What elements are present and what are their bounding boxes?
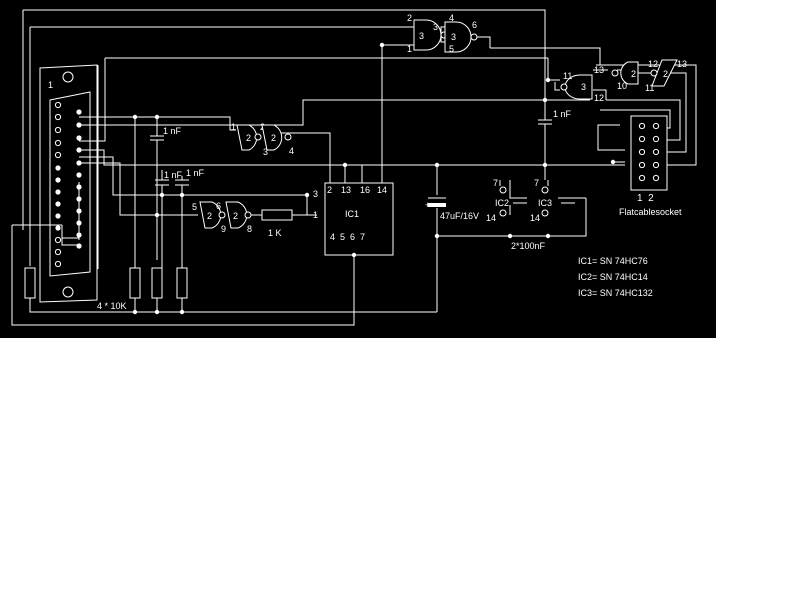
gate-pin: 13 — [677, 59, 687, 69]
ic1-pin-left: 1 — [313, 210, 318, 220]
capacitor-c1-label: 1 nF — [163, 126, 182, 136]
gate-pin: 12 — [594, 93, 604, 103]
gate-pin: 5 — [449, 44, 454, 54]
capacitor-electrolytic: + 47uF/16V — [425, 197, 479, 221]
schematic-background — [0, 0, 716, 338]
flatcable-label: Flatcablesocket — [619, 207, 682, 217]
capacitor-electrolytic-label: 47uF/16V — [440, 211, 479, 221]
gate-pin: 11 — [563, 71, 572, 81]
connector-pin1-label: 1 — [48, 80, 53, 90]
capacitor-c1: 1 nF — [150, 126, 182, 141]
gate-pin: 10 — [617, 81, 627, 91]
gate-pin: 3 — [451, 32, 456, 42]
ic1-pin-top: 2 — [327, 185, 332, 195]
gate-pin: 3 — [433, 22, 438, 32]
capacitor-c2-label: 1 nF — [164, 170, 183, 180]
junction-dots — [132, 42, 616, 315]
ic2-supply: 7 IC2 14 — [486, 178, 509, 223]
capacitor-c3: 1 nF — [175, 168, 205, 186]
gate-pin: 2 — [207, 211, 212, 221]
decoupling-label: 2*100nF — [511, 241, 546, 251]
inverter-right-b: 12 13 2 — [648, 59, 687, 87]
gate-pin: 4 — [289, 146, 294, 156]
gate-pin: 4 — [449, 13, 454, 23]
capacitor-c4: 1 nF — [538, 109, 572, 125]
inverter-low-a: 5 2 6 — [192, 201, 226, 229]
gate-pin: 2 — [246, 133, 251, 143]
gate-pin: 3 — [263, 147, 268, 157]
inverter-mid-b: 3 2 4 — [261, 124, 294, 157]
gate-pin: 2 — [631, 69, 636, 79]
ic-legend: IC1= SN 74HC76 IC2= SN 74HC14 IC3= SN 74… — [578, 256, 653, 298]
gate-pin: 6 — [216, 201, 221, 211]
connector-left-pins — [54, 101, 62, 268]
ic3-supply: 7 IC3 14 — [530, 178, 552, 223]
ic2-pin-top: 7 — [493, 178, 498, 188]
db25-connector: 1 — [39, 64, 98, 303]
ic3-pin-bottom: 14 — [530, 213, 540, 223]
pulldowns-label: 4 * 10K — [97, 301, 127, 311]
legend-line: IC1= SN 74HC76 — [578, 256, 648, 266]
gate-pin: 9 — [221, 224, 226, 234]
gate-pin: 2 — [233, 211, 238, 221]
capacitor-c3-label: 1 nF — [186, 168, 205, 178]
gate-pin: 11 — [645, 83, 654, 93]
ic1-pins-bottom: 4 5 6 7 — [330, 232, 365, 242]
capacitor-decoupling-b — [561, 197, 575, 204]
nand-gate-top-b: 4 5 3 6 — [444, 13, 478, 54]
legend-line: IC2= SN 74HC14 — [578, 272, 648, 282]
connector-right-pins — [76, 109, 82, 249]
gate-pin: 2 — [663, 69, 668, 79]
gate-pin: 3 — [581, 82, 586, 92]
gate-pin: 2 — [407, 13, 412, 23]
inverter-right-a: 2 10 11 — [611, 61, 654, 93]
pulldown-resistors: 4 * 10K — [24, 267, 188, 311]
ic1-pin-top: 16 — [360, 185, 370, 195]
capacitor-decoupling-a — [513, 197, 527, 204]
legend-line: IC3= SN 74HC132 — [578, 288, 653, 298]
ic1-pin-top: 14 — [377, 185, 387, 195]
ic3-pin-top: 7 — [534, 178, 539, 188]
gate-pin: 3 — [419, 31, 424, 41]
ic1-pin-top: 3 — [313, 189, 318, 199]
gate-pin: 2 — [271, 133, 276, 143]
ic1-chip: IC1 3 2 13 16 14 1 4 5 6 7 — [313, 165, 394, 256]
ic1-name: IC1 — [345, 209, 359, 219]
electrolytic-plus: + — [425, 200, 430, 210]
inverter-mid-a: 1 2 2 — [231, 122, 265, 151]
inverter-low-b: 9 2 8 — [221, 201, 252, 234]
gate-pin: 1 — [231, 122, 236, 132]
resistor-1k-label: 1 K — [268, 228, 282, 238]
gate-pin: 12 — [648, 59, 658, 69]
gate-pin: 13 — [594, 65, 604, 75]
ic2-pin-bottom: 14 — [486, 213, 496, 223]
gate-pin: 6 — [472, 20, 477, 30]
gate-pin: 1 — [407, 44, 412, 54]
gate-pin: 5 — [192, 202, 197, 212]
resistor-1k: 1 K — [261, 209, 293, 238]
gate-pin: 8 — [247, 224, 252, 234]
capacitor-c2: 1 nF — [155, 170, 183, 186]
nand-gate-right-a: 13 12 11 3 — [560, 65, 604, 103]
ic3-name: IC3 — [538, 198, 552, 208]
nand-gate-top-a: 2 1 3 3 — [407, 13, 448, 54]
ic2-name: IC2 — [495, 198, 509, 208]
flatcable-pin-numbers: 1 2 — [637, 193, 654, 204]
flatcable-socket: 1 2 Flatcablesocket — [619, 115, 682, 217]
ic1-pin-top: 13 — [341, 185, 351, 195]
capacitor-c4-label: 1 nF — [553, 109, 572, 119]
